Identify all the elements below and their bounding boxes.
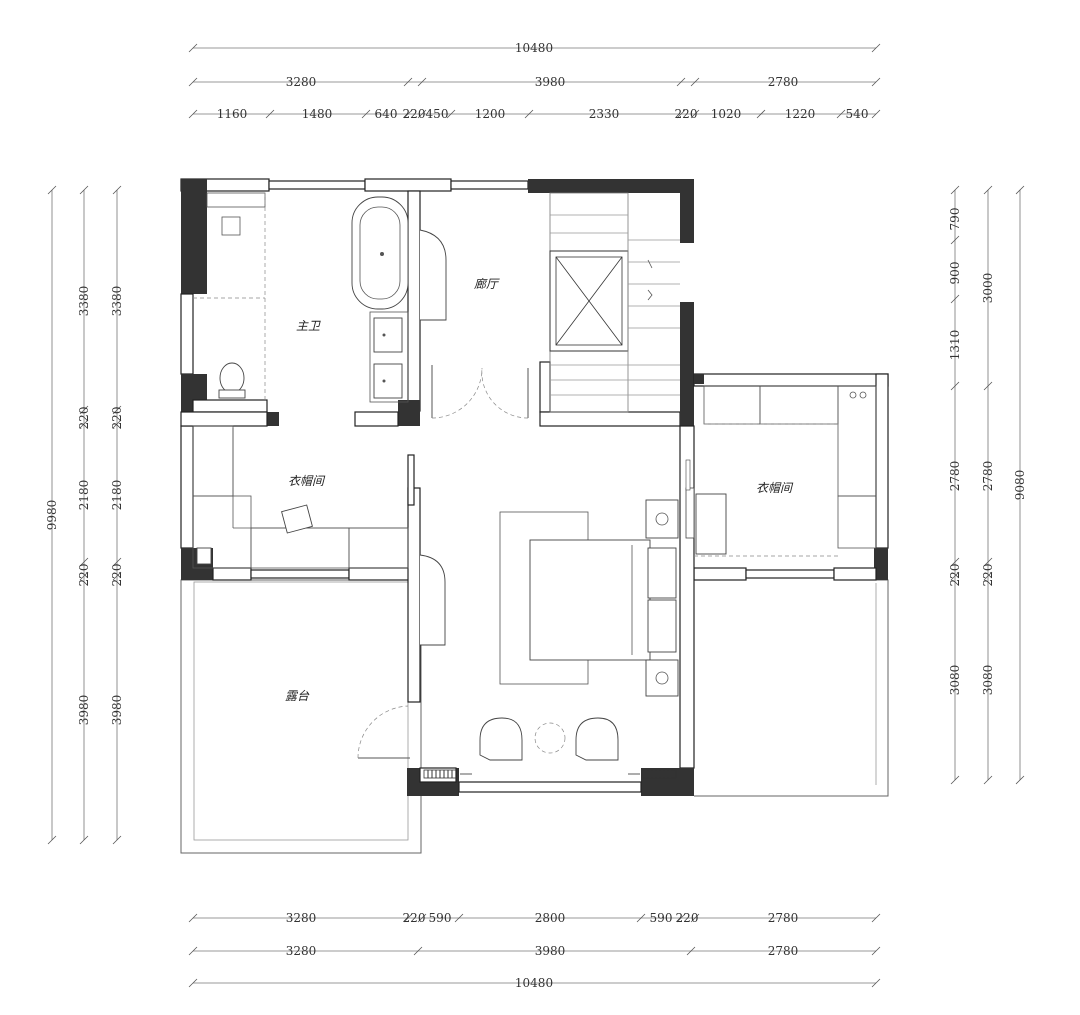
dim-right-a6: 3080 [948,665,962,696]
radiator-icon [423,769,472,779]
dim-top-r3-4: 220 [403,107,426,121]
bedroom [419,499,679,779]
dim-top-r3-7: 2330 [589,107,620,121]
left-closet [192,425,409,569]
radiator-icon [628,769,677,779]
dim-right-b4: 3080 [981,665,995,696]
dim-left-a5: 3980 [77,695,91,726]
floor-drain-icon [221,216,241,236]
dim-bot-r1-4: 2800 [535,911,566,925]
dim-right-b3: 220 [981,564,995,587]
armchair-icon [479,717,523,761]
bath-fixtures [193,192,447,403]
dim-bot-r2-3: 2780 [768,944,799,958]
dim-left-a4: 220 [77,564,91,587]
dim-left-b4: 220 [110,564,124,587]
right-dimensions: 790 900 1310 2780 220 3080 3000 2780 220… [948,185,1027,785]
dim-top-r3-2: 1480 [302,107,333,121]
dim-bot-r1-2: 220 [403,911,426,925]
dim-top-r3-5: 450 [426,107,449,121]
dim-right-total: 9080 [1013,470,1027,501]
chair-icon [281,504,313,534]
hall-doors [431,365,529,419]
dim-bot-total: 10480 [515,976,553,990]
sink-icon [373,317,403,353]
dim-top-r3-6: 1200 [475,107,506,121]
dim-bot-r2-1: 3280 [286,944,317,958]
bathtub-icon [351,196,409,310]
dim-left-b1: 3380 [110,286,124,317]
dim-bot-r1-5: 590 [650,911,673,925]
dim-top-r3-3: 640 [375,107,398,121]
dim-top-r3-9: 1020 [711,107,742,121]
dim-left-a1: 3380 [77,286,91,317]
dim-top-r2-1: 3280 [286,75,317,89]
dim-top-r2-2: 3980 [535,75,566,89]
armchair-icon [575,717,619,761]
bottom-dimensions: 3280 220 590 2800 590 220 2780 3280 3980… [188,911,881,990]
dim-bot-r1-7: 2780 [768,911,799,925]
room-label-terrace: 露台 [285,689,310,703]
staircase [549,192,680,413]
dim-right-a3: 1310 [948,330,962,361]
dim-top-r3-11: 540 [846,107,869,121]
room-label-master-bath: 主卫 [296,319,321,333]
room-label-closet-right: 衣帽间 [756,481,794,495]
sink-icon [373,363,403,399]
dim-left-a3: 2180 [77,480,91,511]
nightstand-icon [645,499,679,539]
dim-left-a2: 220 [77,407,91,430]
dim-top-r3-10: 1220 [785,107,816,121]
dim-right-a1: 790 [948,208,962,231]
side-table-icon [534,722,566,754]
dim-top-total: 10480 [515,41,553,55]
nightstand-icon [645,659,679,697]
dim-top-r3-1: 1160 [217,107,248,121]
dim-right-a4: 2780 [948,461,962,492]
dim-top-r3-8: 220 [675,107,698,121]
toilet-icon [219,362,245,394]
dim-right-a2: 900 [948,262,962,285]
room-label-closet-left: 衣帽间 [288,474,326,488]
dim-left-total: 9980 [45,500,59,531]
left-dimensions: 9980 3380 220 2180 220 3980 3380 220 218… [45,185,124,845]
dim-bot-r1-3: 590 [429,911,452,925]
dim-right-b1: 3000 [981,273,995,304]
room-label-hallway: 廊厅 [474,277,500,291]
dim-bot-r2-2: 3980 [535,944,566,958]
dim-right-b2: 2780 [981,461,995,492]
dim-bot-r1-6: 220 [676,911,699,925]
dim-left-b2: 220 [110,407,124,430]
dim-right-a5: 220 [948,564,962,587]
top-dimensions: 10480 3280 3980 2780 1160 1480 640 220 4… [188,41,881,121]
dim-left-b5: 3980 [110,695,124,726]
dim-bot-r1-1: 3280 [286,911,317,925]
right-closet [685,385,877,557]
dim-top-r2-3: 2780 [768,75,799,89]
terrace-door [357,705,410,759]
dim-left-b3: 2180 [110,480,124,511]
